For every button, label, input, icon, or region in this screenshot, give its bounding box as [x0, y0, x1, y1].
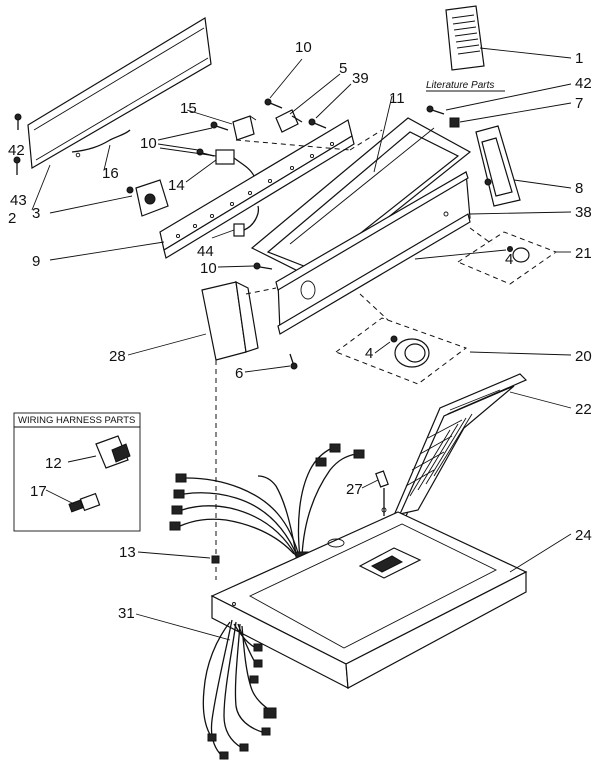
literature-booklet: [445, 5, 485, 71]
callout-16: 16: [102, 165, 119, 182]
callout-4a: 4: [505, 251, 513, 268]
callout-15: 15: [180, 100, 197, 117]
callout-2: 2: [8, 210, 16, 227]
callout-38: 38: [575, 204, 592, 221]
callout-labels: 1 2 3 4 4 5 6 7 8 9 10 10 10 11 12 13 14…: [8, 39, 592, 622]
screw-39: [308, 118, 327, 129]
callout-8: 8: [575, 180, 583, 197]
part-15-box: [232, 115, 257, 141]
callout-21: 21: [575, 245, 592, 262]
screw-42-right: [426, 105, 445, 115]
literature-parts-label: Literature Parts: [426, 80, 494, 91]
knob-group-20: [334, 317, 468, 385]
wiring-harness-lower: [202, 619, 277, 760]
part-27: [375, 470, 389, 516]
callout-10a: 10: [295, 39, 312, 56]
callout-17: 17: [30, 483, 47, 500]
connector-12: [95, 435, 131, 469]
bracket-28: [201, 280, 259, 361]
wire-16: [71, 129, 131, 153]
callout-39: 39: [352, 70, 369, 87]
callout-44: 44: [197, 243, 214, 260]
connector-17: [68, 492, 101, 513]
callout-42a: 42: [8, 142, 25, 159]
callout-42b: 42: [575, 75, 592, 92]
clip-7: [449, 117, 460, 128]
callout-10c: 10: [200, 260, 217, 277]
screw-43: [13, 156, 21, 175]
wiring-harness-upper: [169, 443, 365, 564]
console-top-11: [250, 117, 472, 279]
callout-9: 9: [32, 253, 40, 270]
console-back-panel: [27, 17, 212, 169]
callout-7: 7: [575, 95, 583, 112]
callout-22: 22: [575, 401, 592, 418]
callout-14: 14: [168, 177, 185, 194]
wiring-harness-box: WIRING HARNESS PARTS: [13, 412, 141, 532]
timer-switch-3: [126, 179, 169, 217]
callout-5: 5: [339, 60, 347, 77]
callout-1: 1: [575, 50, 583, 67]
top-panel-24: [210, 507, 528, 690]
callout-24: 24: [575, 527, 592, 544]
callout-11: 11: [389, 90, 405, 107]
screw-42-left: [14, 113, 22, 130]
callout-12: 12: [45, 455, 62, 472]
callout-3: 3: [32, 205, 40, 222]
callout-4b: 4: [365, 345, 373, 362]
callout-6: 6: [235, 365, 243, 382]
callout-28: 28: [109, 348, 126, 365]
control-panel: [159, 119, 355, 259]
end-cap-8: [475, 125, 521, 207]
screw-6: [289, 353, 298, 370]
callout-31: 31: [118, 605, 135, 622]
callout-10b: 10: [140, 135, 157, 152]
leader-lines: [31, 47, 572, 641]
callout-13: 13: [119, 544, 136, 561]
callout-20: 20: [575, 348, 592, 365]
callout-27: 27: [346, 481, 363, 498]
callout-43: 43: [10, 192, 27, 209]
part-5-bracket: [275, 109, 303, 133]
wiring-box-title: WIRING HARNESS PARTS: [18, 415, 135, 426]
console-front-38: [275, 171, 471, 335]
overlay-22: [391, 373, 528, 527]
switch-14: [215, 149, 255, 177]
